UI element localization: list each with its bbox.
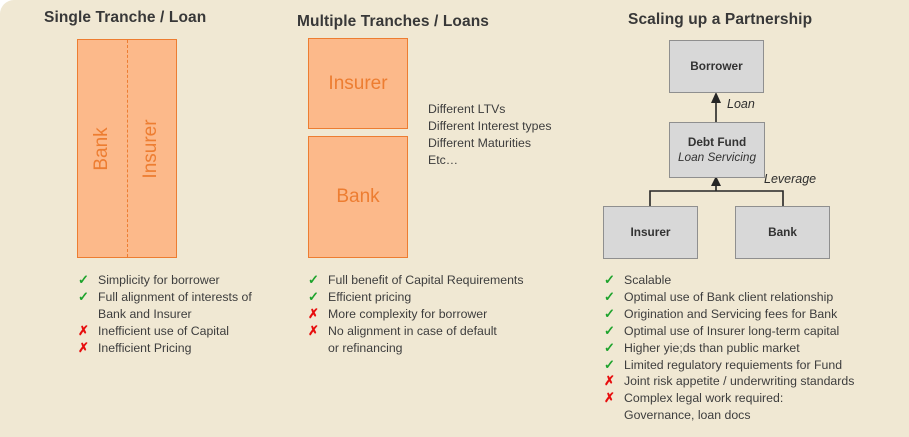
bullet-text: Scalable (624, 273, 672, 287)
bullet-text: Inefficient use of Capital (98, 323, 230, 338)
check-icon: ✓ (308, 272, 319, 287)
section-title-single-tranche: Single Tranche / Loan (44, 9, 207, 26)
check-icon: ✓ (308, 288, 319, 304)
bullet-row: ✗ Complex legal work required: Governanc… (604, 390, 904, 424)
debt-fund-node-label: Debt Fund (687, 135, 747, 150)
check-icon: ✓ (78, 272, 89, 287)
debt-fund-node: Debt Fund Loan Servicing (669, 122, 765, 178)
bullet-text: Simplicity for borrower (98, 273, 220, 287)
check-icon: ✓ (604, 339, 615, 355)
note-line: Different Interest types (428, 119, 552, 133)
bullet-text: Full benefit of Capital Requirements (328, 273, 524, 287)
cross-icon: ✗ (78, 322, 89, 338)
check-icon: ✓ (604, 272, 615, 287)
bullet-row: ✗ Joint risk appetite / underwriting sta… (604, 373, 904, 390)
bullet-text: More complexity for borrower (328, 306, 488, 321)
check-icon: ✓ (78, 288, 89, 304)
bullet-text: Optimal use of Insurer long-term capital (624, 323, 840, 338)
cross-icon: ✗ (604, 373, 615, 389)
note-line: Different Maturities (428, 136, 531, 150)
cross-icon: ✗ (78, 339, 89, 355)
bullet-text: No alignment in case of default or refin… (328, 323, 497, 355)
cross-icon: ✗ (308, 305, 319, 321)
insurer-vertical-label: Insurer (140, 118, 161, 179)
bank-tranche-box: Bank (308, 136, 408, 258)
check-icon: ✓ (604, 356, 615, 372)
bank-box-label: Bank (336, 186, 380, 207)
bullet-text: Efficient pricing (328, 289, 412, 304)
check-icon: ✓ (604, 305, 615, 321)
bullet-text: Joint risk appetite / underwriting stand… (624, 374, 855, 389)
check-icon: ✓ (604, 288, 615, 304)
bullet-text: Full alignment of interests of Bank and … (98, 289, 252, 321)
cross-icon: ✗ (308, 322, 319, 338)
section-title-multiple-tranches: Multiple Tranches / Loans (297, 13, 489, 30)
leverage-connector-label: Leverage (764, 172, 817, 186)
bullet-row: ✓ Origination and Servicing fees for Ban… (604, 306, 904, 323)
bullet-row: ✓ Scalable (604, 272, 904, 289)
bank-node: Bank (735, 206, 830, 259)
tranche-divider-dashed-line (127, 40, 128, 257)
bullet-row: ✓ Full alignment of interests of Bank an… (78, 289, 293, 323)
bullet-row: ✓ Efficient pricing (308, 289, 563, 306)
multiple-tranches-bullet-list: ✓ Full benefit of Capital Requirements ✓… (308, 272, 563, 357)
bullet-text: Complex legal work required: Governance,… (624, 391, 784, 423)
bank-node-label: Bank (768, 225, 797, 240)
single-tranche-box: Bank Insurer (77, 39, 177, 258)
note-line: Etc… (428, 153, 459, 167)
bullet-row: ✓ Optimal use of Bank client relationshi… (604, 289, 904, 306)
borrower-node: Borrower (669, 40, 764, 93)
bullet-row: ✗ Inefficient use of Capital (78, 323, 293, 340)
loan-arrow-label: Loan (727, 97, 755, 111)
bullet-text: Inefficient Pricing (98, 340, 192, 355)
borrower-node-label: Borrower (690, 59, 743, 74)
bullet-row: ✗ No alignment in case of default or ref… (308, 323, 563, 357)
partnership-bullet-list: ✓ Scalable ✓ Optimal use of Bank client … (604, 272, 904, 424)
bullet-text: Higher yie;ds than public market (624, 340, 800, 355)
single-tranche-bullet-list: ✓ Simplicity for borrower ✓ Full alignme… (78, 272, 293, 357)
section-title-scaling-partnership: Scaling up a Partnership (628, 11, 813, 28)
note-line: Different LTVs (428, 102, 506, 116)
insurer-node: Insurer (603, 206, 698, 259)
insurer-tranche-box: Insurer (308, 38, 408, 129)
bullet-row: ✓ Full benefit of Capital Requirements (308, 272, 563, 289)
bullet-text: Limited regulatory requiements for Fund (624, 357, 843, 372)
debt-fund-node-subtitle: Loan Servicing (677, 150, 757, 164)
bullet-row: ✓ Higher yie;ds than public market (604, 340, 904, 357)
insurer-node-label: Insurer (630, 225, 671, 240)
insurer-box-label: Insurer (328, 72, 388, 94)
bullet-row: ✓ Limited regulatory requiements for Fun… (604, 357, 904, 374)
cross-icon: ✗ (604, 390, 615, 406)
bullet-text: Origination and Servicing fees for Bank (624, 306, 838, 321)
bullet-row: ✓ Simplicity for borrower (78, 272, 293, 289)
bullet-text: Optimal use of Bank client relationship (624, 289, 834, 304)
bullet-row: ✗ Inefficient Pricing (78, 340, 293, 357)
bank-vertical-label: Bank (91, 126, 112, 171)
bullet-row: ✗ More complexity for borrower (308, 306, 563, 323)
check-icon: ✓ (604, 322, 615, 338)
bullet-row: ✓ Optimal use of Insurer long-term capit… (604, 323, 904, 340)
tranche-differences-notes: Different LTVs Different Interest types … (428, 101, 552, 169)
